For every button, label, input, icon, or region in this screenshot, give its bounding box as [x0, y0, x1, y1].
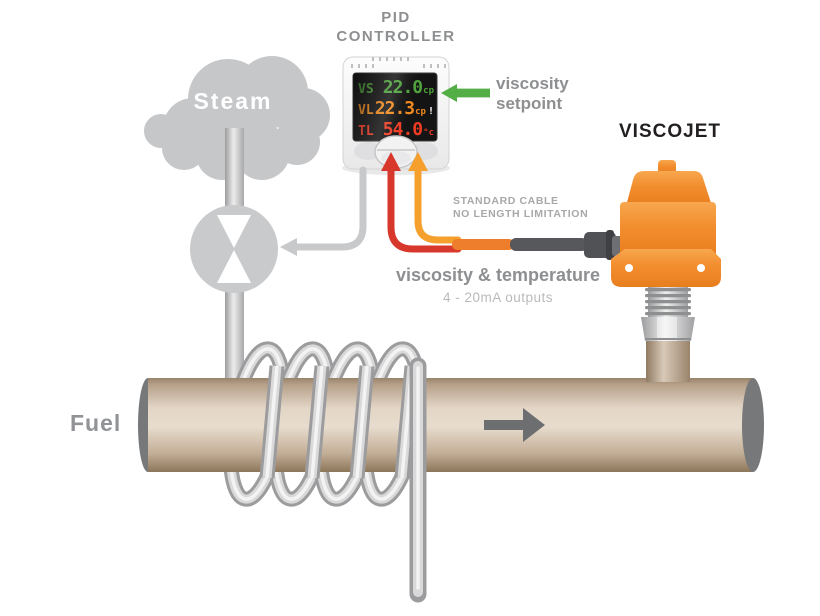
outputs-line2: 4 - 20mA outputs	[442, 290, 554, 305]
pid-title-line2: CONTROLLER	[336, 28, 456, 45]
cable-note: STANDARD CABLE NO LENGTH LIMITATION	[453, 195, 588, 221]
fuel-pipe	[138, 378, 764, 472]
flow-arrow-icon	[484, 408, 545, 442]
viscojet-label: VISCOJET	[619, 121, 721, 142]
steam-label: Steam	[193, 88, 273, 114]
setpoint-line1: viscosity	[496, 74, 569, 93]
outputs-line1: viscosity & temperature	[395, 265, 601, 285]
steam-cloud	[144, 56, 330, 180]
setpoint-line2: setpoint	[496, 94, 563, 113]
fuel-label: Fuel	[70, 410, 122, 436]
sensor-cable	[452, 230, 636, 260]
pid-title-line1: PID	[381, 9, 411, 26]
setpoint-arrow-icon	[441, 84, 490, 102]
cable-note-line1: STANDARD CABLE	[453, 195, 559, 207]
valve-icon	[190, 205, 278, 293]
orange-signal-wire	[408, 152, 462, 244]
red-signal-wire	[381, 152, 462, 253]
vent-holes	[351, 57, 446, 68]
pid-controller-title: PID CONTROLLER	[330, 8, 462, 46]
up-arrow-orange-icon	[408, 152, 428, 171]
viscojet-sensor	[611, 160, 721, 287]
viscosity-setpoint-label: viscosity setpoint	[496, 74, 569, 114]
display-glare	[353, 73, 437, 141]
cable-note-line2: NO LENGTH LIMITATION	[453, 208, 589, 220]
sensor-mount	[641, 284, 695, 382]
up-arrow-red-icon	[381, 152, 401, 171]
outputs-note: viscosity & temperature 4 - 20mA outputs	[368, 265, 628, 305]
control-arrow-icon	[280, 166, 367, 256]
